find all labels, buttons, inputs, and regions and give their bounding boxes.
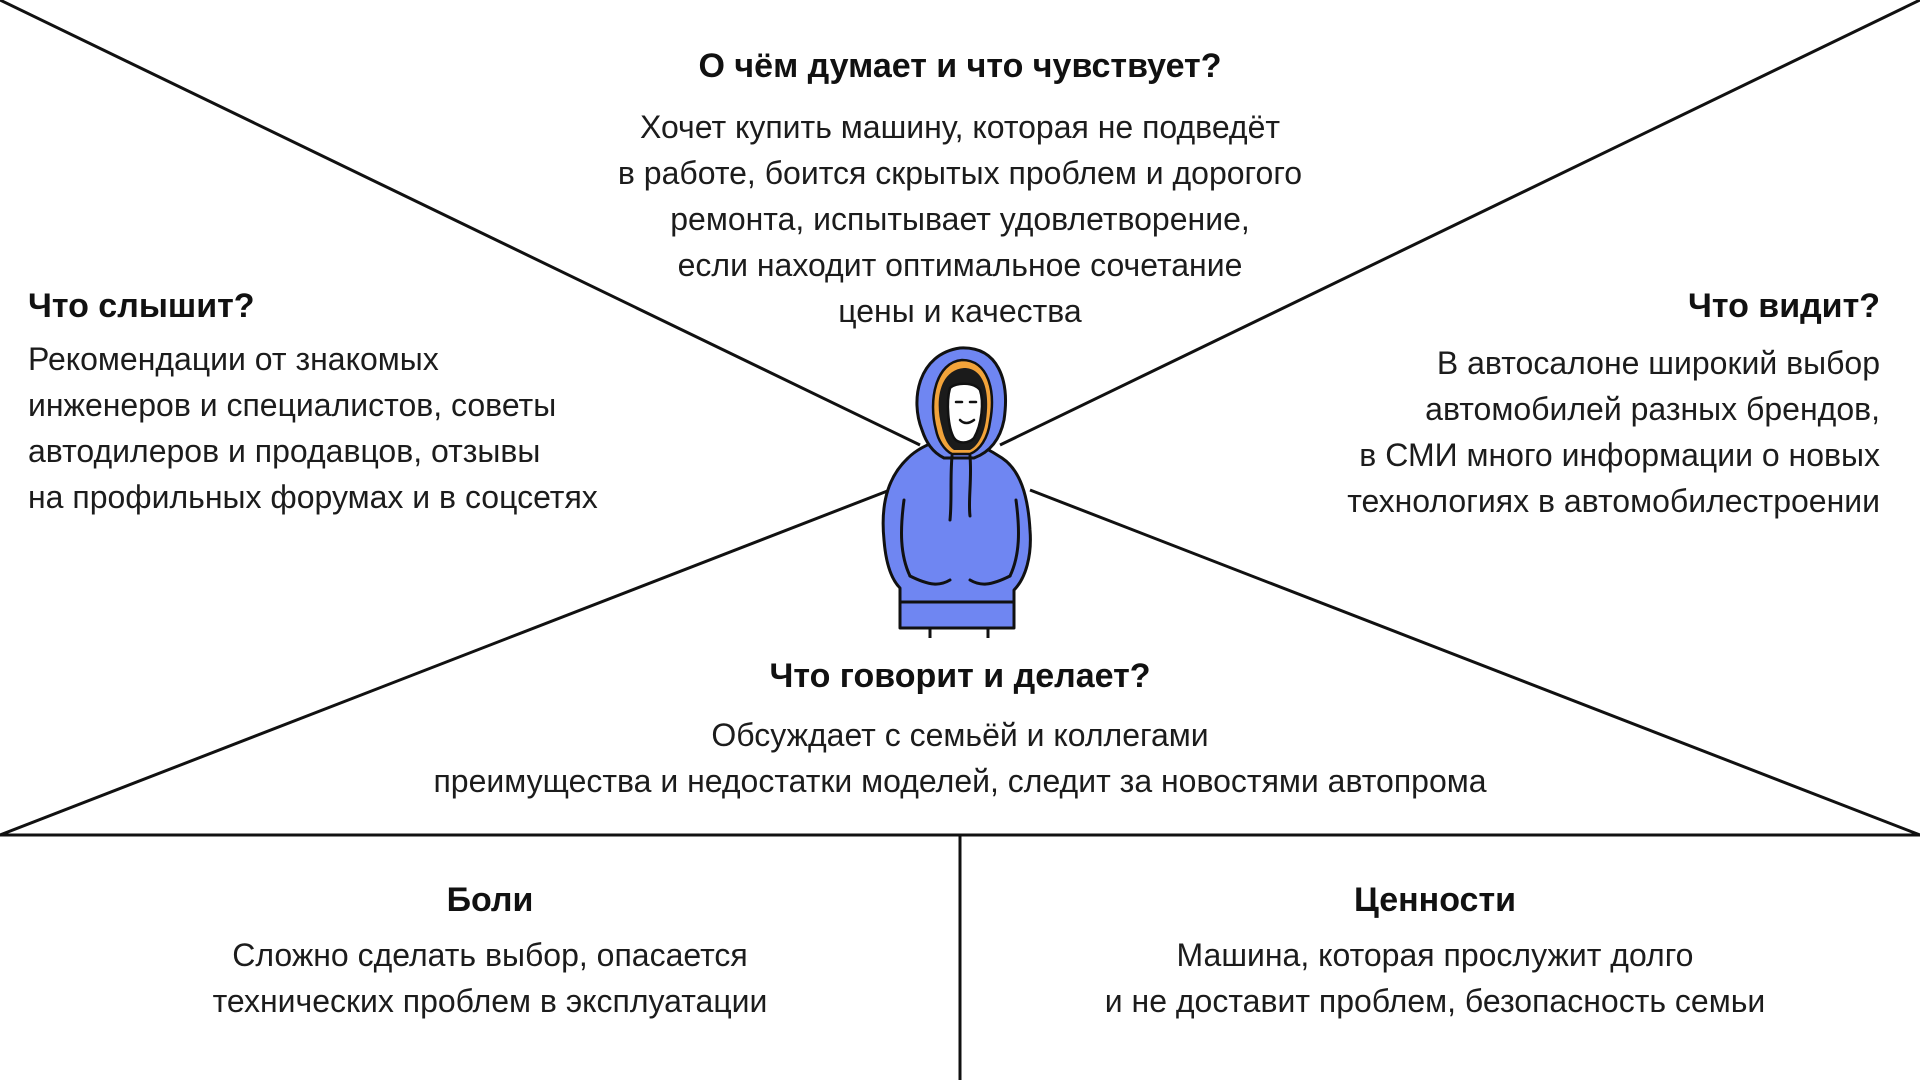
diagonal-line-bottom-left [0,488,891,837]
sees-title: Что видит? [1687,287,1880,325]
diagonal-line-top-right [999,0,1920,447]
says-does-section: Что говорит и делает? Обсуждает с семьёй… [360,656,1560,804]
values-section: Ценности Машина, которая прослужит долго… [1000,880,1870,1024]
thinks-feels-text: Хочет купить машину, которая не подведёт… [617,109,1303,329]
says-does-title: Что говорит и делает? [769,657,1151,695]
pains-text: Сложно сделать выбор, опасается техничес… [212,937,768,1019]
sees-text: В автосалоне широкий выбор автомобилей р… [1347,345,1880,519]
pains-section: Боли Сложно сделать выбор, опасается тех… [80,880,900,1024]
hears-section: Что слышит? Рекомендации от знакомых инж… [28,286,728,520]
diagonal-line-top-left [0,0,921,447]
diagonal-line-bottom-right [1029,488,1920,837]
thinks-feels-section: О чём думает и что чувствует? Хочет купи… [460,46,1460,334]
values-title: Ценности [1353,881,1516,919]
says-does-text: Обсуждает с семьёй и коллегами преимущес… [433,717,1487,799]
hears-title: Что слышит? [28,287,255,325]
hears-text: Рекомендации от знакомых инженеров и спе… [28,341,598,515]
pains-title: Боли [446,881,534,919]
person-in-hoodie-icon [881,346,1032,638]
values-text: Машина, которая прослужит долго и не дос… [1104,937,1766,1019]
sees-section: Что видит? В автосалоне широкий выбор ав… [1120,286,1880,524]
thinks-feels-title: О чём думает и что чувствует? [698,47,1222,85]
